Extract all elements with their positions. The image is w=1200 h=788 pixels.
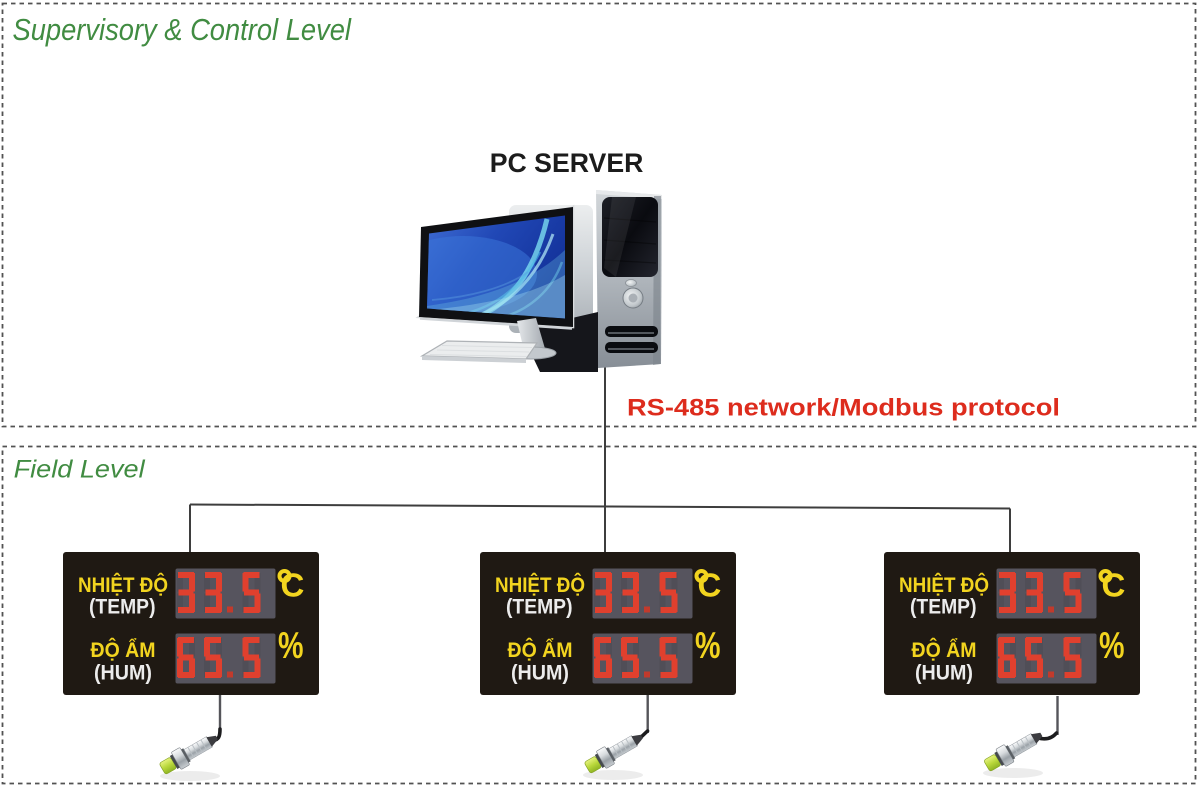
svg-text:PC SERVER: PC SERVER xyxy=(490,148,644,178)
svg-text:Field Level: Field Level xyxy=(14,456,147,484)
svg-text:Supervisory & Control Level: Supervisory & Control Level xyxy=(13,12,352,47)
svg-text:RS-485 network/Modbus protocol: RS-485 network/Modbus protocol xyxy=(627,395,1060,422)
